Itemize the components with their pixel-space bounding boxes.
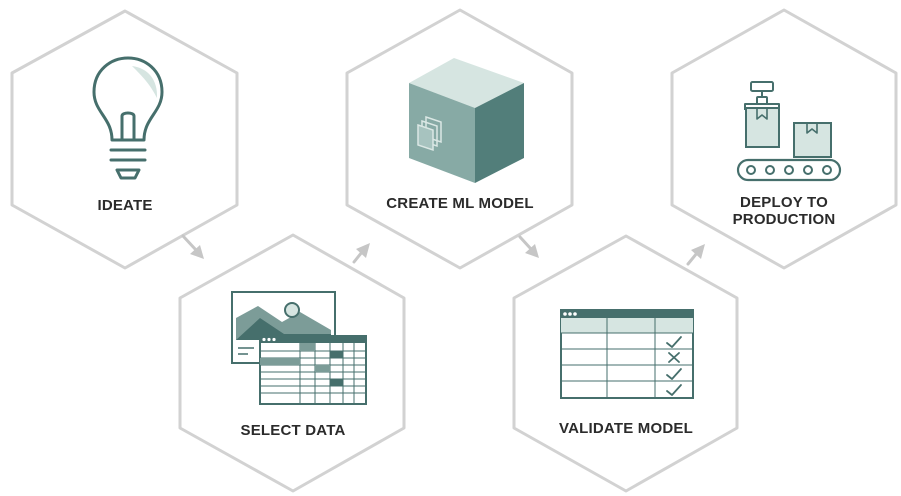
step-label-deploy-line2: PRODUCTION [732, 211, 836, 228]
step-label-select-data: SELECT DATA [240, 422, 346, 439]
step-deploy-to-production [670, 8, 898, 270]
step-validate-model [512, 234, 739, 493]
arrow-ideate-to-select-data [181, 234, 204, 259]
checklist-table-icon [560, 309, 694, 399]
conveyor-belt-icon [736, 81, 842, 182]
step-label-deploy-to-production: DEPLOY TO PRODUCTION [714, 194, 854, 228]
step-select-data [178, 233, 406, 493]
step-ideate [10, 9, 239, 270]
arrow-validate-model-to-deploy [686, 244, 705, 266]
step-label-validate-model: VALIDATE MODEL [559, 420, 693, 437]
step-label-create-ml-model: CREATE ML MODEL [386, 195, 534, 212]
step-create-ml-model [345, 8, 574, 270]
step-label-ideate: IDEATE [97, 197, 153, 214]
cube-icon [409, 58, 524, 183]
lightbulb-icon [92, 56, 164, 180]
hexagon-deploy-to-production [670, 8, 898, 270]
step-label-deploy-line1: DEPLOY TO [740, 194, 828, 211]
image-and-spreadsheet-icon [231, 291, 367, 405]
arrow-create-ml-model-to-validate-model [518, 235, 539, 258]
arrow-select-data-to-create-ml-model [352, 243, 370, 264]
